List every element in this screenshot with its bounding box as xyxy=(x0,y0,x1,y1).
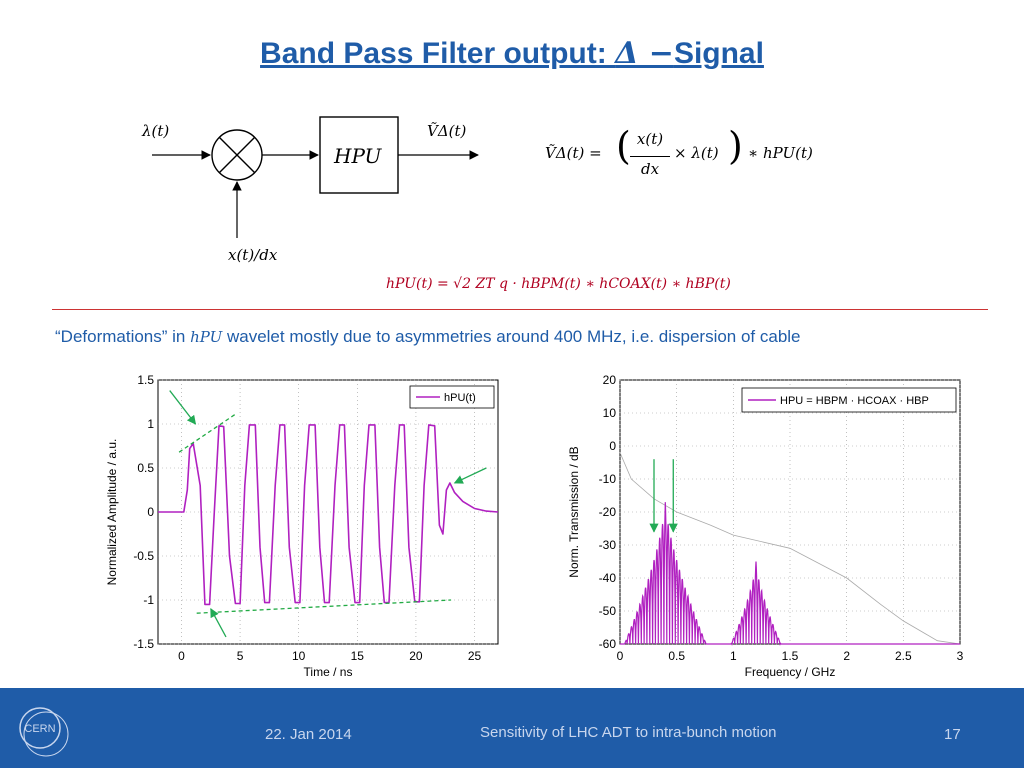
footer-page-number: 17 xyxy=(944,726,961,743)
side-input-label: x(t)/dx xyxy=(228,246,278,264)
eq-middle: × λ(t) xyxy=(674,144,719,162)
chart1-y-tick-label: -1.5 xyxy=(133,637,154,651)
cern-logo: CERN xyxy=(19,707,69,757)
chart2-y-tick-label: -50 xyxy=(599,604,617,618)
chart2-x-tick-label: 1.5 xyxy=(782,649,799,663)
separator-line xyxy=(52,309,988,310)
eq-lhs: ṼΔ(t) = xyxy=(545,144,602,162)
chart1-annotation-arrow xyxy=(169,390,197,425)
chart1-y-axis-label: Normalized Amplitude / a.u. xyxy=(105,439,119,586)
chart1-x-tick-label: 20 xyxy=(409,649,423,663)
chart2-y-tick-label: -60 xyxy=(599,637,617,651)
chart1-y-tick-label: 1.5 xyxy=(137,373,154,387)
title-symbol: Δ − xyxy=(615,36,674,71)
chart2-y-tick-label: -20 xyxy=(599,505,617,519)
title-prefix: Band Pass Filter output: xyxy=(260,37,616,70)
cern-logo-text: CERN xyxy=(24,723,55,735)
chart1-y-tick-label: -0.5 xyxy=(133,549,154,563)
block-label: HPU xyxy=(334,144,382,168)
chart1-envelope-line xyxy=(178,412,237,453)
block-diagram xyxy=(152,116,479,238)
chart1-legend-label: hPU(t) xyxy=(444,392,476,404)
deformation-note: “Deformations” in hPU wavelet mostly due… xyxy=(55,327,801,347)
frequency-domain-chart: 0 0.5 1 1.5 2 2.5 3 20 10 0 -10 -20 -30 -40 -50 -60Freq… xyxy=(567,373,964,679)
chart2-y-tick-label: -30 xyxy=(599,538,617,552)
chart2-x-tick-label: 2 xyxy=(843,649,850,663)
impulse-equation: hPU(t) = √2 ZT q · hBPM(t) ∗ hCOAX(t) ∗ … xyxy=(386,276,731,292)
multiplier-cross-b xyxy=(218,136,256,174)
footer-date: 22. Jan 2014 xyxy=(265,726,352,743)
chart1-annotation-arrow xyxy=(453,467,487,484)
note-before: “Deformations” in xyxy=(55,327,191,346)
chart1-y-tick-label: 0.5 xyxy=(137,461,154,475)
chart2-y-tick-label: 20 xyxy=(603,373,617,387)
chart2-x-tick-label: 1 xyxy=(730,649,737,663)
title-suffix: Signal xyxy=(673,37,764,70)
chart1-annotation-arrow xyxy=(210,607,227,638)
chart2-x-tick-label: 3 xyxy=(957,649,964,663)
chart2-x-axis-label: Frequency / GHz xyxy=(745,665,836,679)
chart2-series-line xyxy=(620,502,960,646)
chart2-y-axis-label: Norm. Transmission / dB xyxy=(567,446,581,577)
footer-bar: CERN 22. Jan 2014 Sensitivity of LHC ADT… xyxy=(0,688,1024,768)
chart1-y-tick-label: 0 xyxy=(147,505,154,519)
output-label: ṼΔ(t) xyxy=(427,122,467,140)
eq-paren-right: ) xyxy=(728,124,743,168)
eq-rhs: ∗ hPU(t) xyxy=(748,144,813,162)
chart1-x-tick-label: 10 xyxy=(292,649,306,663)
slide-title: Band Pass Filter output: Δ −Signal xyxy=(0,36,1024,71)
input-label: λ(t) xyxy=(142,122,170,140)
chart1-x-tick-label: 15 xyxy=(351,649,365,663)
chart2-y-tick-label: -10 xyxy=(599,472,617,486)
note-after: wavelet mostly due to asymmetries around… xyxy=(222,327,801,346)
chart2-x-tick-label: 2.5 xyxy=(895,649,912,663)
chart2-legend-box xyxy=(741,387,957,413)
chart1-legend-box xyxy=(409,385,495,409)
chart1-x-tick-label: 0 xyxy=(178,649,185,663)
chart2-x-tick-label: 0.5 xyxy=(668,649,685,663)
chart2-y-tick-label: 0 xyxy=(609,439,616,453)
chart1-x-tick-label: 25 xyxy=(468,649,482,663)
eq-denominator: dx xyxy=(640,160,660,178)
chart1-y-tick-label: 1 xyxy=(147,417,154,431)
note-variable: hPU xyxy=(190,328,223,346)
chart1-series-line xyxy=(158,424,499,606)
hpu-block xyxy=(319,116,399,194)
chart1-x-tick-label: 5 xyxy=(237,649,244,663)
chart1-x-axis-label: Time / ns xyxy=(304,665,353,679)
chart2-y-tick-label: 10 xyxy=(603,406,617,420)
chart2-legend-label: HPU = HBPM · HCOAX · HBP xyxy=(780,395,929,407)
chart1-y-tick-label: -1 xyxy=(143,593,154,607)
chart2-y-tick-label: -40 xyxy=(599,571,617,585)
eq-numerator: x(t) xyxy=(636,130,664,148)
eq-fraction-bar xyxy=(630,156,670,157)
eq-paren-left: ( xyxy=(616,124,631,168)
chart2-x-tick-label: 0 xyxy=(617,649,624,663)
chart1-envelope-line xyxy=(196,599,452,614)
footer-subtitle: Sensitivity of LHC ADT to intra-bunch mo… xyxy=(480,724,777,741)
